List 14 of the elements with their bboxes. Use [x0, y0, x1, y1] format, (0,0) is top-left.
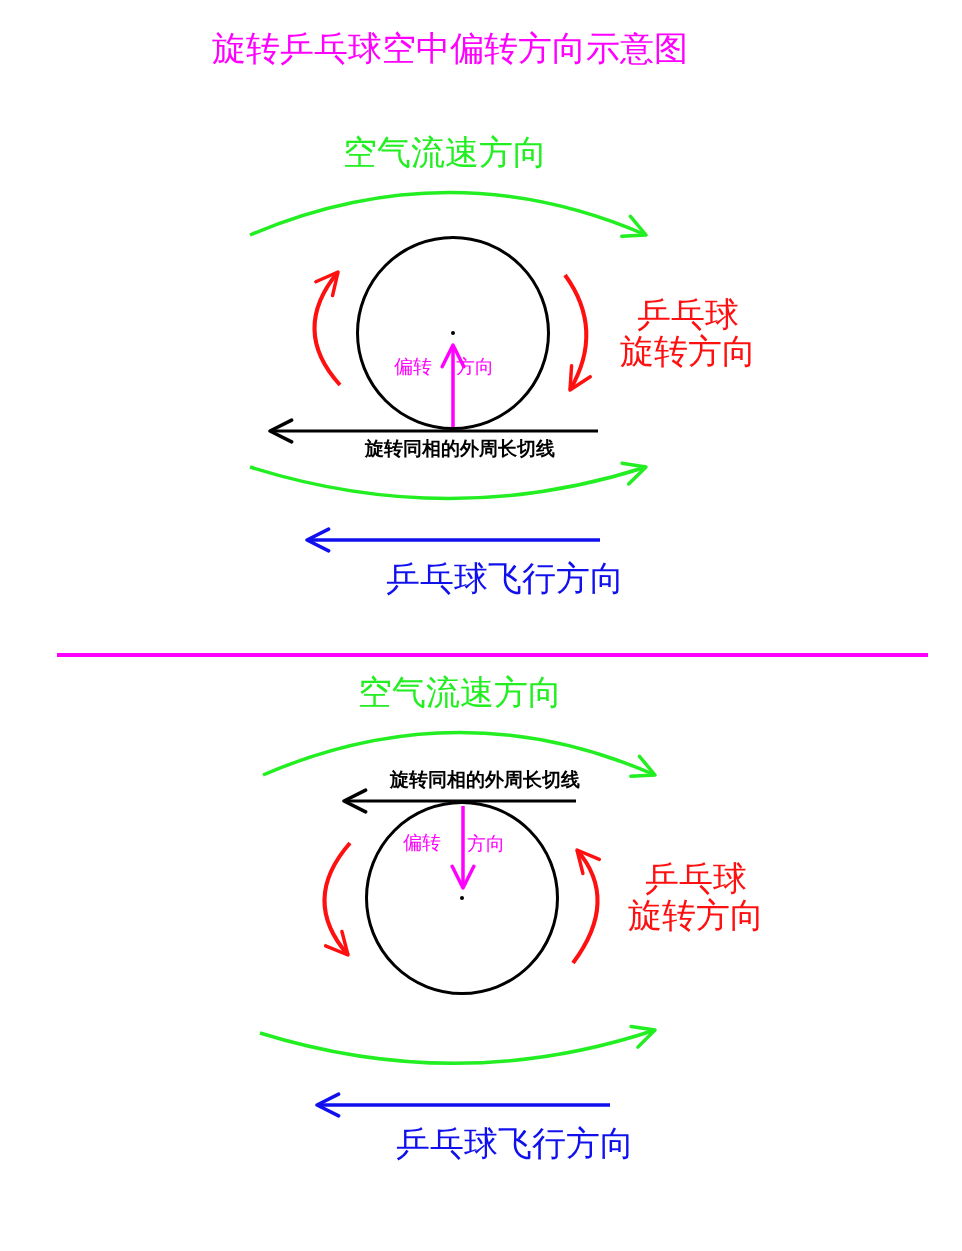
airflow-label: 空气流速方向: [357, 674, 563, 712]
flight-direction-label: 乒乓球飞行方向: [395, 1125, 635, 1163]
airflow-label: 空气流速方向: [342, 134, 548, 172]
ball-circle: [365, 801, 559, 995]
rotation-label: 乒乓球旋转方向: [626, 860, 765, 935]
ball-circle: [356, 236, 550, 430]
tangent-label: 旋转同相的外周长切线: [388, 769, 581, 790]
deflection-label: 方向: [467, 833, 505, 854]
flight-direction-label: 乒乓球飞行方向: [385, 560, 625, 598]
deflection-label: 偏转: [394, 356, 432, 377]
deflection-label: 偏转: [403, 832, 441, 853]
diagram-title: 旋转乒乓球空中偏转方向示意图: [211, 30, 689, 68]
tangent-label: 旋转同相的外周长切线: [363, 438, 556, 459]
rotation-label: 乒乓球旋转方向: [618, 296, 757, 371]
